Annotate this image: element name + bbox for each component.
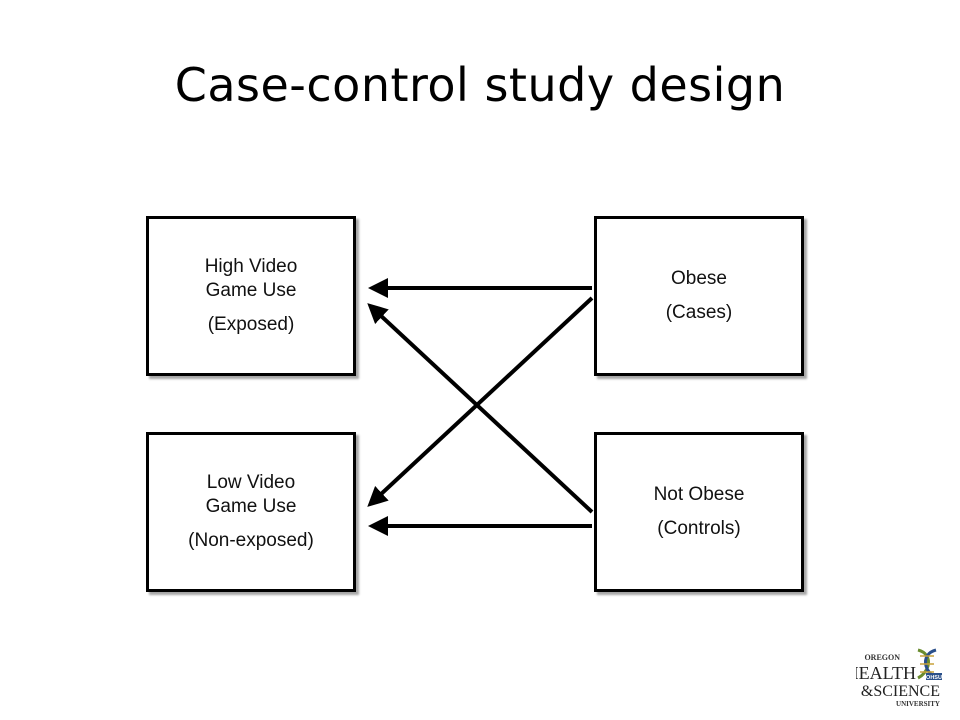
ohsu-badge: OHSU xyxy=(926,675,942,681)
not-obese-label: Not Obese xyxy=(653,484,745,506)
ohsu-logo: OREGON HEALTH &SCIENCE UNIVERSITY OHSU xyxy=(856,648,942,708)
high-use-line1: High Video xyxy=(204,256,298,278)
logo-science: &SCIENCE xyxy=(861,683,940,700)
not-obese-box: Not Obese (Controls) xyxy=(594,432,804,592)
obese-label: Obese xyxy=(671,268,727,290)
slide-title: Case-control study design xyxy=(174,58,786,112)
exposed-label: (Exposed) xyxy=(207,313,295,335)
controls-label: (Controls) xyxy=(657,518,741,539)
low-use-line2: Game Use xyxy=(205,496,297,518)
ohsu-emblem: OHSU xyxy=(917,648,942,681)
high-use-line2: Game Use xyxy=(205,280,297,302)
arrow-obese-to-low-use xyxy=(367,296,594,507)
high-video-game-use-box: High Video Game Use (Exposed) xyxy=(146,216,356,376)
cases-label: (Cases) xyxy=(665,302,733,323)
logo-health: HEALTH xyxy=(856,663,916,683)
non-exposed-label: (Non-exposed) xyxy=(188,529,314,551)
obese-box: Obese (Cases) xyxy=(594,216,804,376)
low-use-line1: Low Video xyxy=(206,472,296,494)
low-video-game-use-box: Low Video Game Use (Non-exposed) xyxy=(146,432,356,592)
arrow-not-obese-to-high-use xyxy=(367,303,594,514)
logo-university: UNIVERSITY xyxy=(896,700,940,708)
logo-oregon: OREGON xyxy=(864,653,900,662)
